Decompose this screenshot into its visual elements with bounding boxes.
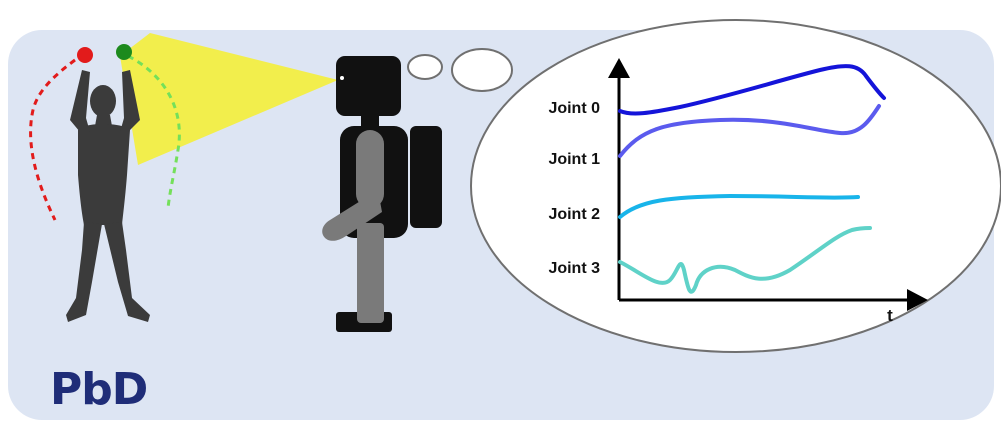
thought-bubble-medium-icon (451, 48, 513, 92)
y-axis-arrow-icon (608, 58, 630, 78)
joint-1-label: Joint 1 (548, 151, 600, 168)
camera-view-cone-icon (120, 33, 338, 165)
right-hand-trajectory (127, 54, 181, 209)
robot-icon (336, 56, 442, 332)
joint-0-curve (618, 64, 886, 116)
joint-3-label: Joint 3 (548, 260, 600, 277)
joint-2-label: Joint 2 (548, 206, 600, 223)
left-hand-marker (77, 47, 93, 63)
joint-3-curve (618, 226, 872, 294)
robot-arm-icon (322, 130, 384, 323)
pbd-label: PbD (50, 364, 148, 415)
joint-0-label: Joint 0 (548, 100, 600, 117)
joint-2-curve (618, 193, 860, 219)
x-axis-arrow-icon (907, 289, 928, 311)
robot-camera-icon (340, 76, 344, 80)
joint-1-curve (618, 104, 881, 158)
thought-bubble-small-icon (407, 54, 443, 80)
thought-bubble-icon (470, 19, 1001, 353)
right-hand-marker (116, 44, 132, 60)
human-demonstrator-icon (66, 70, 150, 322)
left-hand-trajectory (29, 58, 76, 221)
time-axis-label: t (887, 306, 893, 325)
